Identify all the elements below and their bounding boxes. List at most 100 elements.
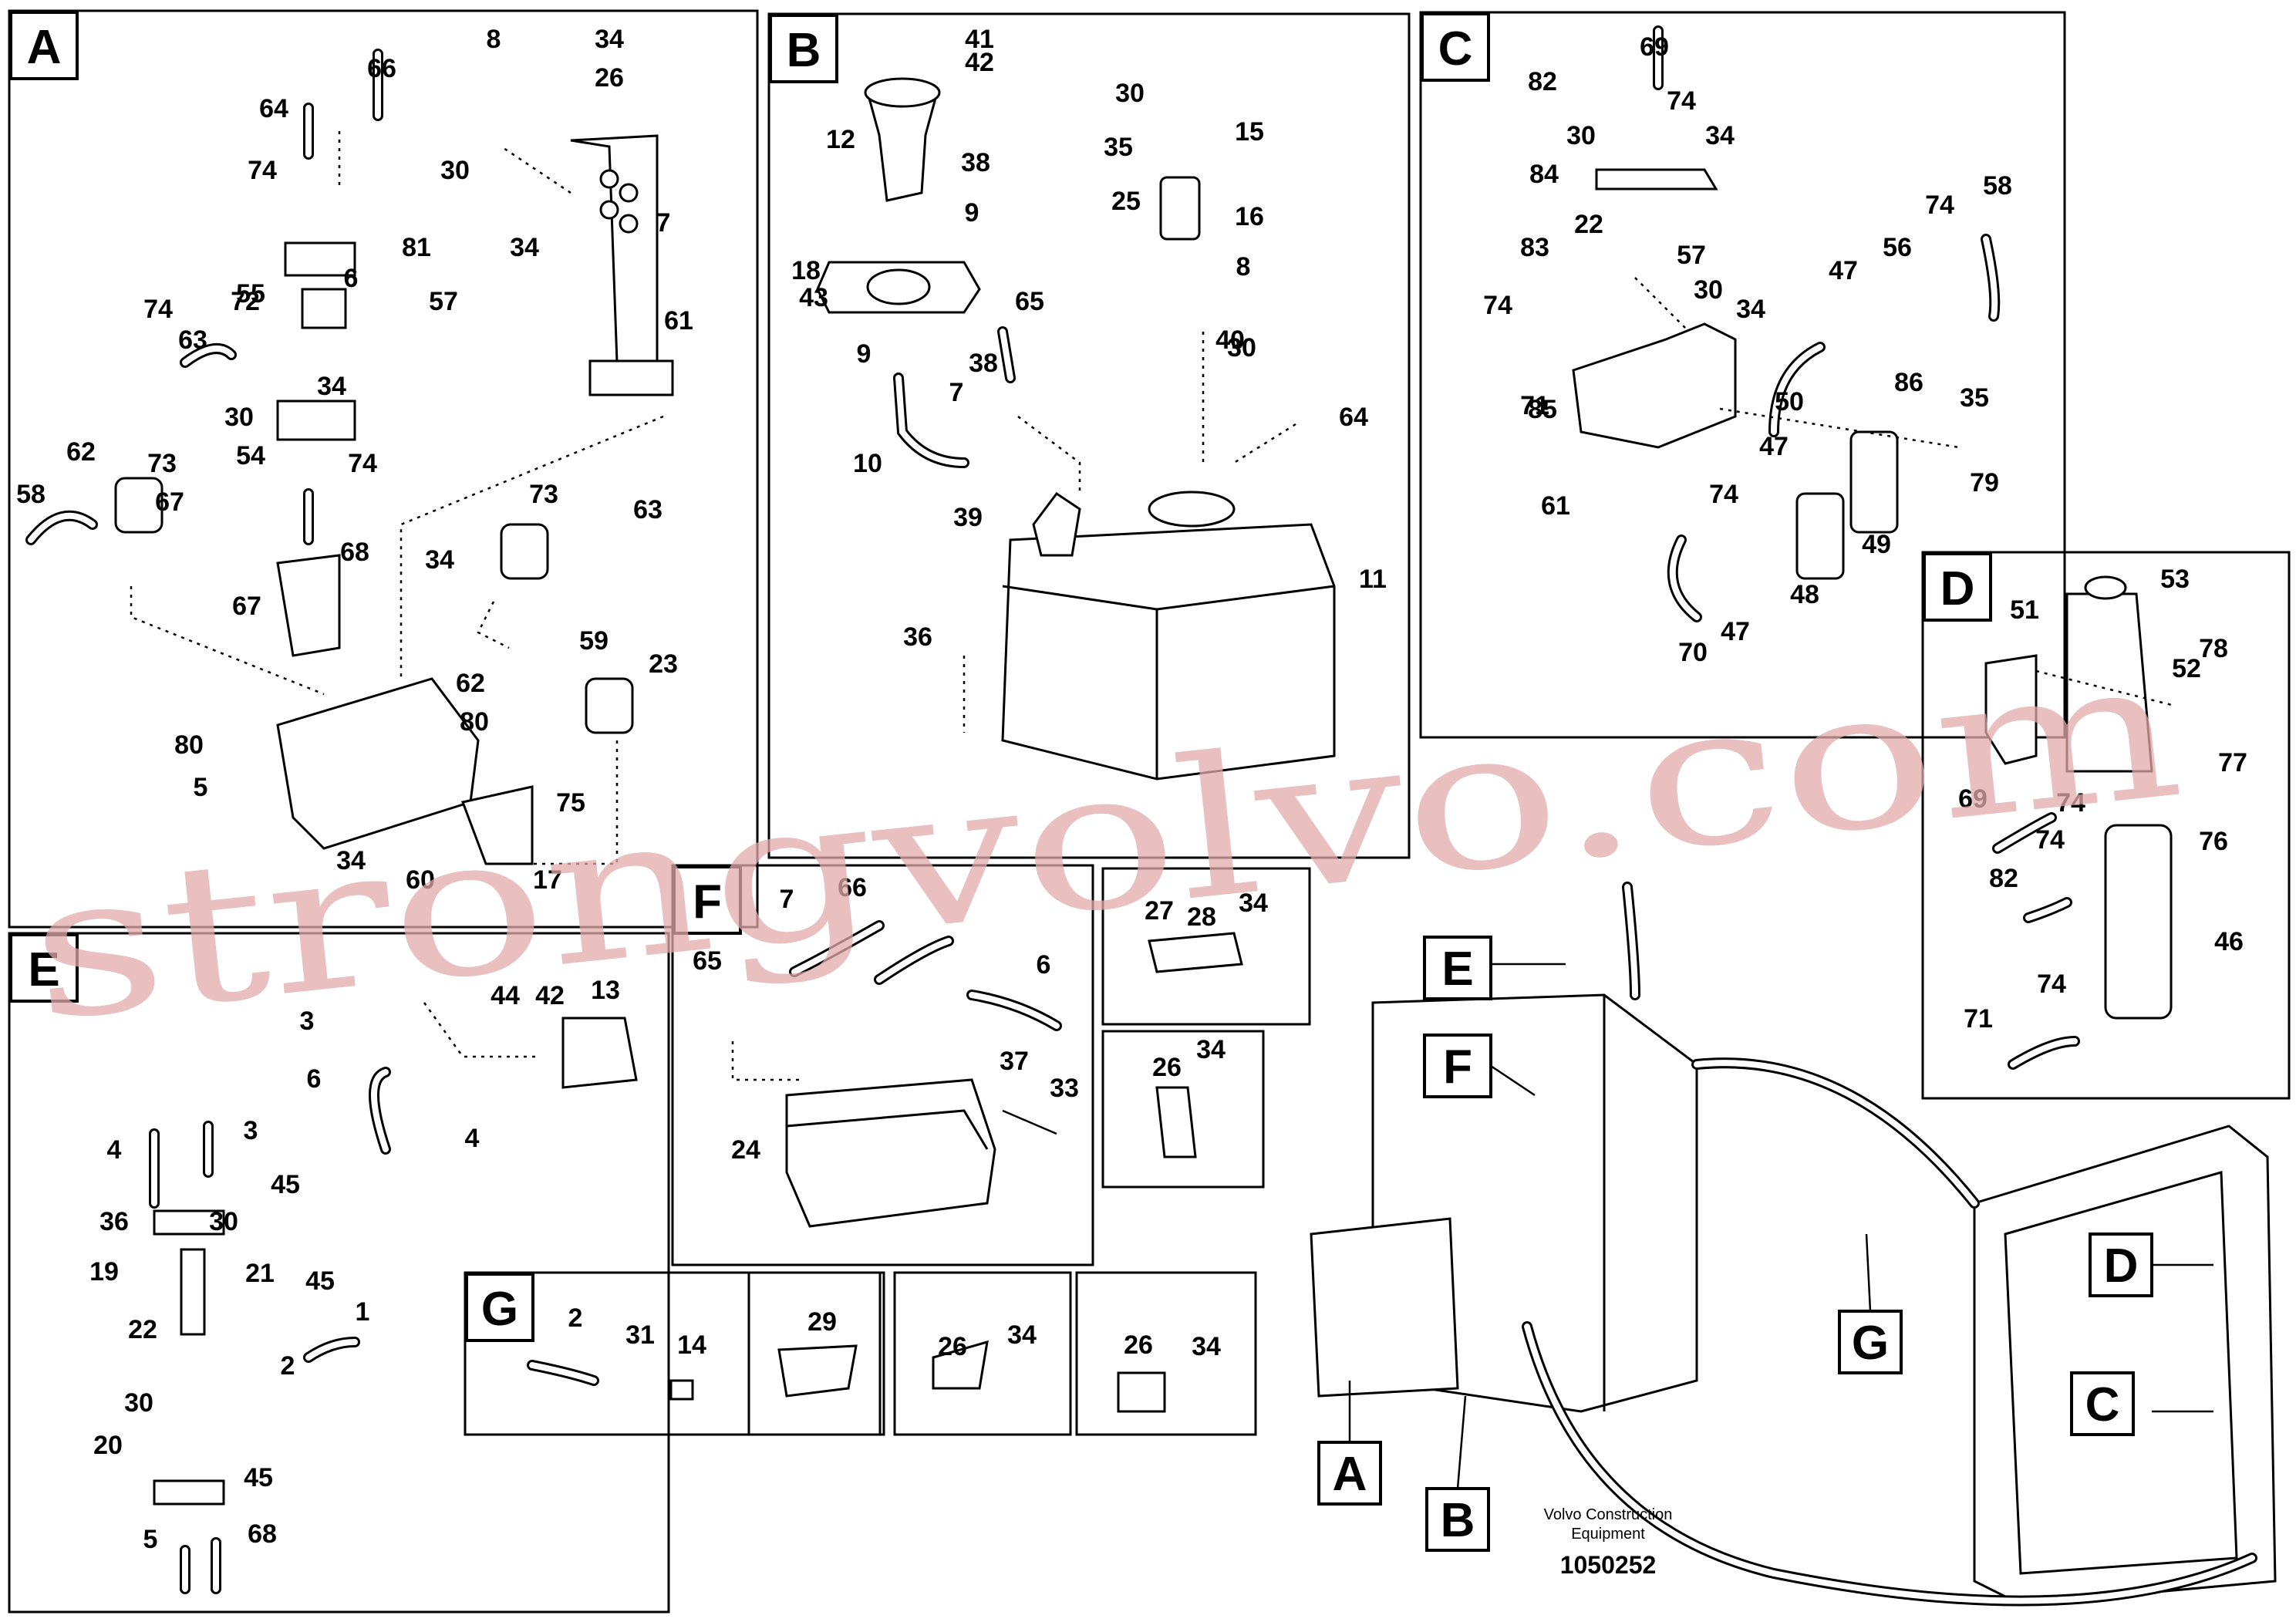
filler-12 (866, 91, 939, 202)
panel-d-parts (1984, 575, 2176, 1070)
callout-a-27: 68 (340, 538, 369, 567)
callout-c-21: 47 (1759, 432, 1789, 461)
credit-line-2: Equipment (1571, 1526, 1645, 1543)
pump-13 (561, 1017, 638, 1089)
svg-text:B: B (1441, 1494, 1475, 1547)
callout-b-15: 65 (1015, 287, 1044, 316)
callout-a-12: 57 (429, 287, 458, 316)
panel-b-frame (767, 12, 1411, 859)
callout-f-2: 65 (693, 946, 722, 976)
callout-a-29: 67 (232, 592, 261, 621)
svg-text:E: E (1441, 943, 1473, 996)
screw-14 (669, 1379, 694, 1401)
callout-a-39: 17 (533, 865, 562, 895)
callout-a-17: 63 (178, 325, 207, 355)
callout-e-11: 19 (89, 1257, 119, 1286)
callout-a-30: 59 (579, 626, 609, 656)
callout-f-6: 24 (731, 1135, 760, 1165)
callout-b-1: 42 (965, 48, 994, 77)
callout-b-13: 30 (1227, 333, 1256, 363)
callout-d-10: 46 (2214, 927, 2244, 956)
callout-e-5: 4 (465, 1124, 480, 1153)
callout-a-1: 8 (487, 25, 501, 54)
plate-55 (284, 241, 356, 277)
valve-23 (585, 677, 634, 734)
callout-c-16: 71 (1520, 391, 1549, 420)
svg-text:F: F (693, 875, 722, 929)
callout-e-12: 21 (245, 1259, 275, 1288)
callout-b-11: 43 (799, 283, 828, 312)
callout-g-1: 31 (625, 1320, 655, 1350)
callout-e-18: 20 (93, 1431, 123, 1460)
callout-e-15: 22 (128, 1315, 157, 1344)
callout-a-16: 34 (317, 372, 346, 401)
bracket-49 (1849, 430, 1899, 534)
svg-text:C: C (1438, 22, 1473, 76)
callout-c-8: 83 (1520, 233, 1549, 262)
callout-b-8: 25 (1111, 187, 1141, 216)
callout-a-3: 26 (595, 63, 624, 93)
callout-a-18: 30 (224, 403, 254, 432)
callout-e-19: 45 (244, 1463, 273, 1492)
overview-arrows (1348, 963, 2213, 1489)
callout-c-7: 57 (1677, 241, 1706, 270)
callout-b-4: 9 (965, 198, 979, 228)
panel-d-tag: D (1923, 552, 1992, 622)
callout-a-35: 5 (194, 773, 208, 802)
panel-h4-frame (893, 1271, 1072, 1436)
valve-73-left (114, 477, 164, 534)
plate-54 (276, 400, 356, 441)
callout-a-9: 34 (510, 233, 539, 262)
valve-48 (1795, 492, 1845, 580)
callout-b-6: 15 (1235, 117, 1264, 147)
callout-b-16: 40 (1215, 325, 1245, 355)
callout-e-9: 36 (99, 1207, 129, 1236)
cooler-46 (2104, 824, 2173, 1020)
fitting-57 (301, 288, 347, 329)
svg-text:G: G (481, 1283, 518, 1336)
callout-e-13: 45 (305, 1266, 335, 1296)
tank-overview (1310, 1217, 1459, 1398)
callout-c-1: 82 (1528, 67, 1557, 96)
panel-g-tag: G (465, 1273, 534, 1342)
svg-text:F: F (1443, 1040, 1472, 1094)
callout-c-5: 84 (1529, 160, 1559, 189)
callout-b-19: 64 (1339, 403, 1368, 432)
document-number: 1050252 (1560, 1551, 1657, 1579)
callout-e-14: 1 (356, 1297, 370, 1327)
overview-machine (1310, 882, 2277, 1607)
filter-25 (1159, 176, 1201, 241)
callout-a-7: 7 (656, 208, 671, 238)
bracket-85 (1572, 322, 1737, 449)
plate-20 (153, 1479, 225, 1506)
callout-a-38: 60 (406, 865, 435, 895)
callout-d-8: 76 (2199, 827, 2228, 856)
heater-24 (785, 1078, 996, 1228)
callout-a-37: 34 (336, 846, 366, 875)
callout-d-12: 71 (1964, 1004, 1993, 1034)
callout-b-21: 39 (953, 503, 983, 532)
callout-h1-1: 28 (1187, 902, 1216, 932)
callout-b-7: 35 (1104, 133, 1133, 162)
panel-h2-frame (1101, 1030, 1265, 1189)
callout-h1-2: 34 (1239, 889, 1268, 918)
svg-text:G: G (1852, 1317, 1889, 1370)
callout-e-10: 30 (209, 1207, 238, 1236)
callout-c-3: 30 (1566, 121, 1596, 150)
panel-c-frame (1419, 11, 2066, 739)
callout-c-11: 56 (1883, 233, 1912, 262)
panel-d-frame (1921, 551, 2291, 1100)
callout-a-23: 73 (529, 480, 558, 509)
callout-a-13: 72 (231, 287, 260, 316)
overview-tag-a: A (1317, 1441, 1382, 1506)
callout-e-8: 45 (271, 1170, 300, 1199)
callout-c-26: 48 (1790, 580, 1819, 609)
callout-c-24: 79 (1970, 468, 1999, 497)
callout-c-20: 35 (1960, 383, 1989, 413)
callout-e-7: 3 (244, 1116, 258, 1145)
tee-22 (180, 1248, 206, 1336)
callout-a-25: 58 (16, 480, 46, 509)
callout-a-8: 81 (402, 233, 431, 262)
